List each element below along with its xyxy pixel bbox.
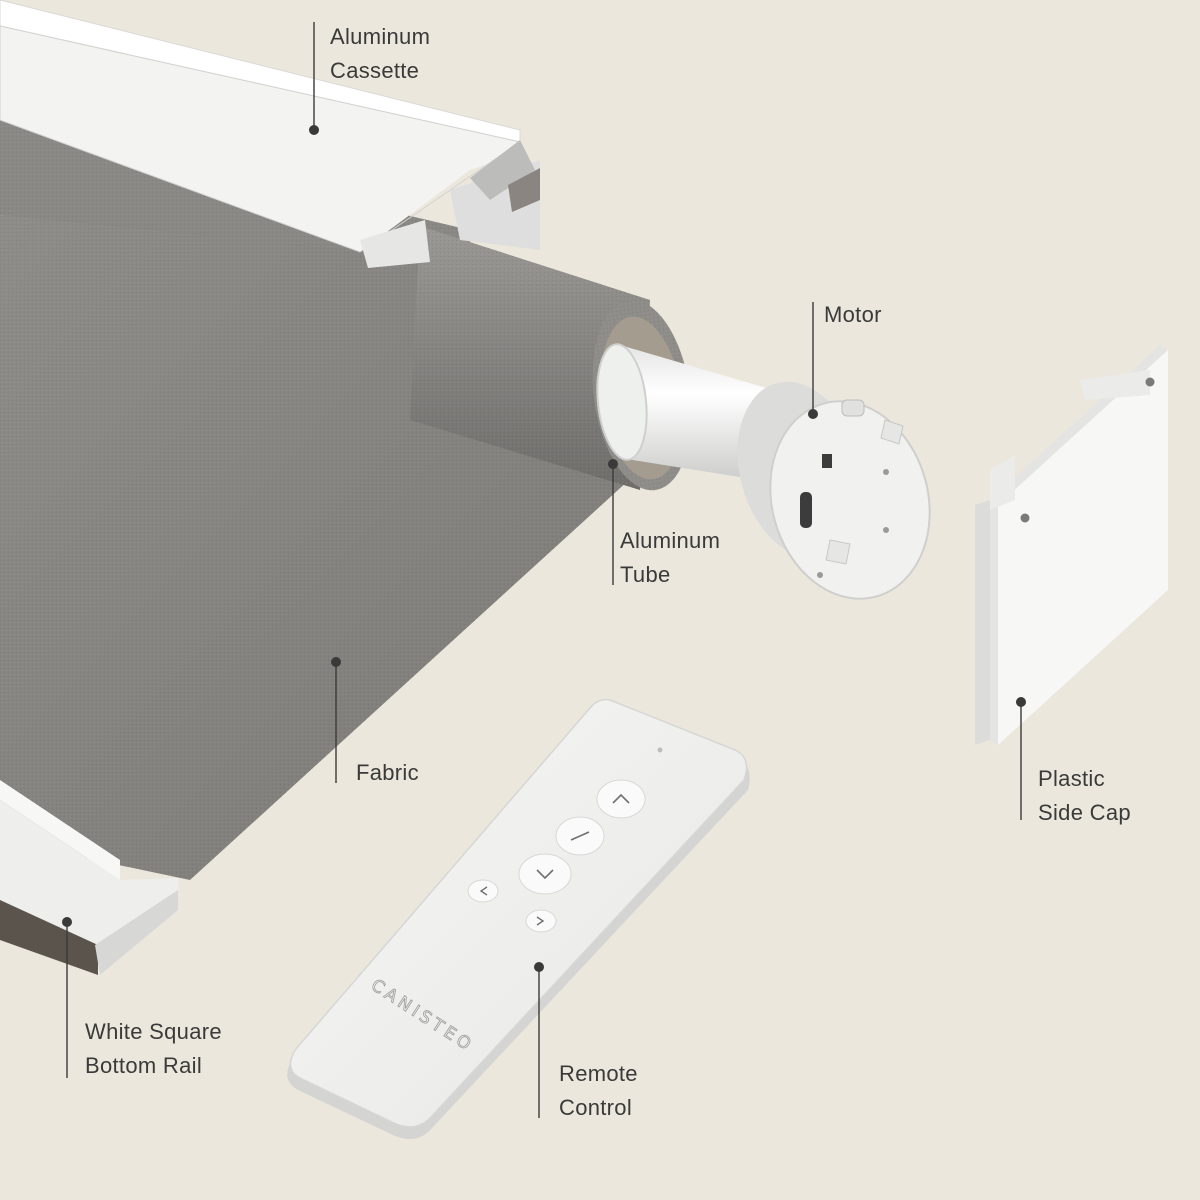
label-line: Remote (559, 1061, 638, 1086)
fabric-marker-dot (331, 657, 341, 667)
label-white-square-bottom-rail: White Square Bottom Rail (85, 1015, 222, 1083)
motor-head (737, 381, 931, 600)
label-fabric: Fabric (356, 756, 419, 790)
side-cap-marker-dot (1016, 697, 1026, 707)
label-aluminum-tube: Aluminum Tube (620, 524, 720, 592)
label-motor: Motor (824, 298, 882, 332)
aluminum-cassette (0, 0, 540, 268)
label-line: Fabric (356, 760, 419, 785)
motor-marker-dot (808, 409, 818, 419)
label-line: Aluminum (330, 24, 431, 49)
label-plastic-side-cap: Plastic Side Cap (1038, 762, 1131, 830)
bottom-rail (0, 780, 178, 975)
label-line: Control (559, 1095, 633, 1120)
label-line: Aluminum (620, 528, 721, 553)
leader-lines (62, 22, 1026, 1118)
plastic-side-cap (975, 345, 1168, 745)
tube-marker-dot (608, 459, 618, 469)
label-remote-control: Remote Control (559, 1057, 638, 1125)
label-line: Plastic (1038, 766, 1105, 791)
label-line: Cassette (330, 58, 420, 83)
remote-marker-dot (534, 962, 544, 972)
bottom-rail-marker-dot (62, 917, 72, 927)
remote-control: CANISTEO (287, 698, 750, 1140)
label-line: Motor (824, 302, 882, 327)
label-line: Side Cap (1038, 800, 1131, 825)
label-line: Bottom Rail (85, 1053, 203, 1078)
cassette-marker-dot (309, 125, 319, 135)
label-line: White Square (85, 1019, 222, 1044)
label-line: Tube (620, 562, 671, 587)
label-aluminum-cassette: Aluminum Cassette (330, 20, 430, 88)
